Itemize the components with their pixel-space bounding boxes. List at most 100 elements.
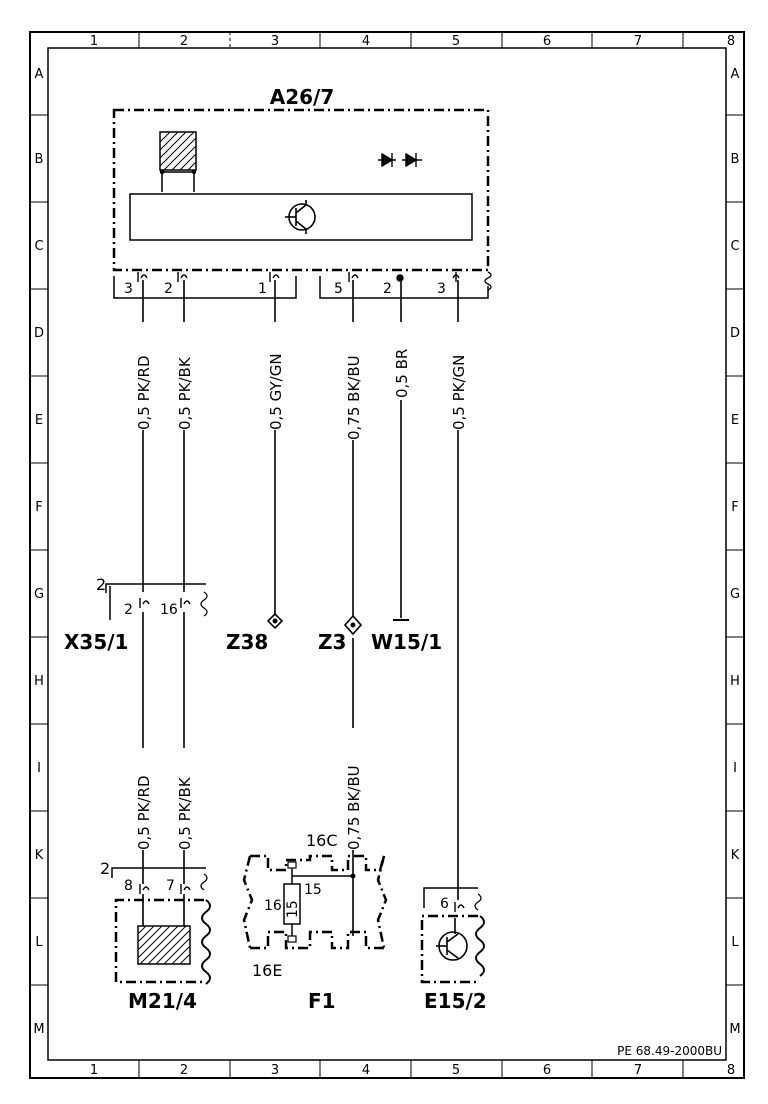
- col-label: 4: [362, 34, 370, 49]
- column-labels-bottom: 1 2 3 4 5 6 7 8: [90, 1063, 735, 1078]
- row-labels-right: A B C D E F G H I K L M: [729, 67, 740, 1037]
- component-label-x35-1: X35/1: [64, 630, 128, 654]
- pin-number: 3: [124, 281, 133, 297]
- connector-group-number: 2: [96, 575, 106, 594]
- row-label: K: [731, 848, 740, 863]
- pin-number: 16: [160, 602, 178, 618]
- row-label: K: [35, 848, 44, 863]
- row-label: G: [730, 587, 740, 602]
- pin-number: 8: [124, 878, 133, 894]
- row-label: D: [34, 326, 44, 341]
- motor-m21-4: 2 8 7 M21/4: [100, 859, 211, 1013]
- pin-number: 5: [334, 281, 343, 297]
- row-label: H: [34, 674, 44, 689]
- row-label: B: [731, 152, 740, 167]
- col-label: 4: [362, 1063, 370, 1078]
- wire-label: 0,5 PK/RD: [135, 775, 153, 850]
- col-label: 8: [727, 1063, 735, 1078]
- fuse-terminal-15: 15: [304, 882, 322, 898]
- fuse-label-16c: 16C: [306, 831, 338, 850]
- component-label-z38: Z38: [226, 630, 268, 654]
- col-label: 5: [452, 34, 460, 49]
- wire-label: 0,75 BK/BU: [345, 765, 363, 850]
- col-label: 6: [543, 1063, 551, 1078]
- component-label-m21-4: M21/4: [128, 989, 197, 1013]
- splice-z3: Z3: [318, 614, 363, 654]
- row-label: B: [35, 152, 44, 167]
- wire-labels: 0,5 PK/RD 0,5 PK/BK 0,5 GY/GN 0,75 BK/BU…: [135, 349, 468, 850]
- col-label: 7: [634, 34, 642, 49]
- row-labels-left: A B C D E F G H I K L M: [33, 67, 44, 1037]
- module-outline: [112, 108, 490, 272]
- wire-label: 0,5 GY/GN: [267, 353, 285, 430]
- row-label: L: [731, 935, 739, 950]
- chip-icon: [159, 131, 197, 192]
- pin-number: 1: [258, 281, 267, 297]
- component-label-a26-7: A26/7: [270, 85, 335, 109]
- pin-number: 6: [440, 896, 449, 912]
- diode-icon: [378, 152, 422, 168]
- ground-w15-1: W15/1: [371, 619, 442, 654]
- component-label-w15-1: W15/1: [371, 630, 442, 654]
- connector-x35-1: 2 2 16 X35/1: [64, 575, 208, 654]
- row-label: I: [37, 761, 41, 776]
- col-label: 6: [543, 34, 551, 49]
- row-label: C: [730, 239, 739, 254]
- row-label: A: [35, 67, 44, 82]
- lamp-e15-2: 6 E15/2: [420, 887, 487, 1013]
- wire-label: 0,5 PK/RD: [135, 355, 153, 430]
- col-label: 1: [90, 1063, 98, 1078]
- wires: [142, 280, 459, 936]
- row-label: L: [35, 935, 43, 950]
- fuse-box-f1: 16C 15 16 15 16E F1: [242, 831, 388, 1013]
- col-label: 2: [180, 34, 188, 49]
- col-label: 3: [271, 1063, 279, 1078]
- fuse-value: 15: [285, 900, 301, 918]
- col-label: 3: [271, 34, 279, 49]
- pin-terminals: [137, 272, 460, 282]
- row-label: E: [35, 413, 43, 428]
- pin-number: 2: [164, 281, 173, 297]
- row-label: F: [731, 500, 738, 515]
- row-label: A: [731, 67, 740, 82]
- a26-pins: 3 2 1 5 2 3: [124, 281, 446, 297]
- component-label-e15-2: E15/2: [424, 989, 487, 1013]
- row-label: F: [35, 500, 42, 515]
- module-inner-board: [129, 193, 473, 241]
- connector-housing-right: [319, 276, 489, 299]
- drawing-reference-code: PE 68.49-2000BU: [617, 1044, 722, 1058]
- pin-number: 2: [124, 602, 133, 618]
- fuse-element-icon: [283, 861, 301, 943]
- component-label-f1: F1: [308, 989, 336, 1013]
- pin-number: 3: [437, 281, 446, 297]
- col-label: 7: [634, 1063, 642, 1078]
- lamp-icon: [436, 918, 468, 961]
- column-labels-top: 1 2 3 4 5 6 7 8: [90, 34, 735, 49]
- splice-z38: Z38: [226, 612, 284, 654]
- row-label: D: [730, 326, 740, 341]
- wire-label: 0,5 BR: [393, 349, 411, 398]
- fuse-label-16e: 16E: [252, 961, 282, 980]
- fuse-terminal-16: 16: [264, 898, 282, 914]
- frame: [29, 31, 745, 1079]
- row-label: M: [33, 1022, 44, 1037]
- wire-label: 0,75 BK/BU: [345, 355, 363, 440]
- pin-number: 7: [166, 878, 175, 894]
- row-label: I: [733, 761, 737, 776]
- row-label: M: [729, 1022, 740, 1037]
- motor-block-icon: [137, 925, 191, 965]
- pin-number: 2: [383, 281, 392, 297]
- wire-label: 0,5 PK/BK: [176, 356, 194, 430]
- col-label: 1: [90, 34, 98, 49]
- col-label: 5: [452, 1063, 460, 1078]
- connector-group-number: 2: [100, 859, 110, 878]
- component-label-z3: Z3: [318, 630, 346, 654]
- col-label: 2: [180, 1063, 188, 1078]
- row-label: G: [34, 587, 44, 602]
- module-a26-7: A26/7: [112, 85, 492, 299]
- wire-label: 0,5 PK/BK: [176, 776, 194, 850]
- row-label: C: [34, 239, 43, 254]
- transistor-icon: [285, 200, 316, 234]
- row-label: H: [730, 674, 740, 689]
